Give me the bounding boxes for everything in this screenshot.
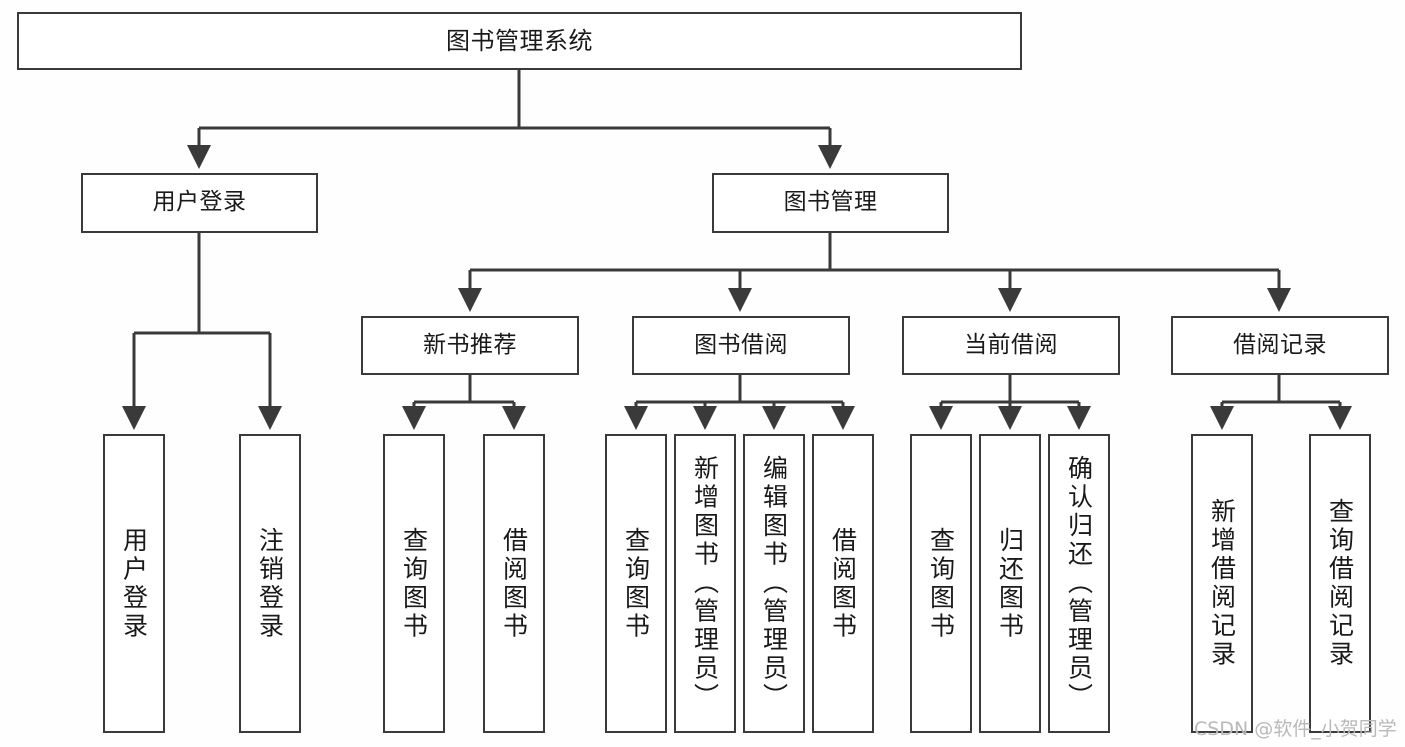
leaf-current-borrow-1[interactable]: 查询图书 bbox=[910, 434, 972, 733]
leaf-borrow-record-2[interactable]: 查询借阅记录 bbox=[1309, 434, 1371, 733]
leaf-current-borrow-2-label: 归还图书 bbox=[995, 526, 1025, 641]
leaf-current-borrow-3-label: 确认归还（管理员） bbox=[1064, 455, 1094, 712]
node-user-login-label: 用户登录 bbox=[152, 189, 247, 216]
node-new-book-recommend[interactable]: 新书推荐 bbox=[361, 316, 579, 375]
node-book-management[interactable]: 图书管理 bbox=[712, 173, 949, 233]
leaf-book-borrow-4-label: 借阅图书 bbox=[828, 526, 858, 641]
leaf-book-borrow-1-label: 查询图书 bbox=[621, 526, 651, 641]
leaf-user-login-1[interactable]: 用户登录 bbox=[103, 434, 165, 733]
leaf-current-borrow-3[interactable]: 确认归还（管理员） bbox=[1048, 434, 1110, 733]
node-root-label: 图书管理系统 bbox=[446, 26, 593, 55]
node-book-management-label: 图书管理 bbox=[783, 189, 878, 216]
leaf-borrow-record-2-label: 查询借阅记录 bbox=[1325, 498, 1355, 669]
leaf-new-book-1[interactable]: 查询图书 bbox=[383, 434, 445, 733]
leaf-book-borrow-3[interactable]: 编辑图书（管理员） bbox=[743, 434, 805, 733]
node-book-borrow-label: 图书借阅 bbox=[694, 331, 788, 358]
node-borrow-record[interactable]: 借阅记录 bbox=[1171, 316, 1389, 375]
leaf-borrow-record-1-label: 新增借阅记录 bbox=[1207, 498, 1237, 669]
node-current-borrow-label: 当前借阅 bbox=[964, 331, 1058, 358]
node-book-borrow[interactable]: 图书借阅 bbox=[632, 316, 850, 375]
leaf-new-book-2[interactable]: 借阅图书 bbox=[483, 434, 545, 733]
node-current-borrow[interactable]: 当前借阅 bbox=[902, 316, 1120, 375]
leaf-book-borrow-3-label: 编辑图书（管理员） bbox=[759, 455, 789, 712]
leaf-book-borrow-4[interactable]: 借阅图书 bbox=[812, 434, 874, 733]
csdn-watermark: CSDN @软件_小贺同学 bbox=[1194, 718, 1397, 740]
node-root-book-management-system[interactable]: 图书管理系统 bbox=[17, 12, 1022, 70]
node-user-login[interactable]: 用户登录 bbox=[81, 173, 318, 233]
leaf-new-book-2-label: 借阅图书 bbox=[499, 526, 529, 641]
leaf-current-borrow-1-label: 查询图书 bbox=[926, 526, 956, 641]
node-new-book-recommend-label: 新书推荐 bbox=[423, 331, 517, 358]
leaf-book-borrow-2-label: 新增图书（管理员） bbox=[690, 455, 720, 712]
leaf-new-book-1-label: 查询图书 bbox=[399, 526, 429, 641]
leaf-user-login-1-label: 用户登录 bbox=[119, 526, 149, 641]
leaf-book-borrow-1[interactable]: 查询图书 bbox=[605, 434, 667, 733]
leaf-user-login-2-label: 注销登录 bbox=[255, 526, 285, 641]
leaf-book-borrow-2[interactable]: 新增图书（管理员） bbox=[674, 434, 736, 733]
leaf-borrow-record-1[interactable]: 新增借阅记录 bbox=[1191, 434, 1253, 733]
node-borrow-record-label: 借阅记录 bbox=[1233, 331, 1327, 358]
leaf-current-borrow-2[interactable]: 归还图书 bbox=[979, 434, 1041, 733]
leaf-user-login-2[interactable]: 注销登录 bbox=[239, 434, 301, 733]
